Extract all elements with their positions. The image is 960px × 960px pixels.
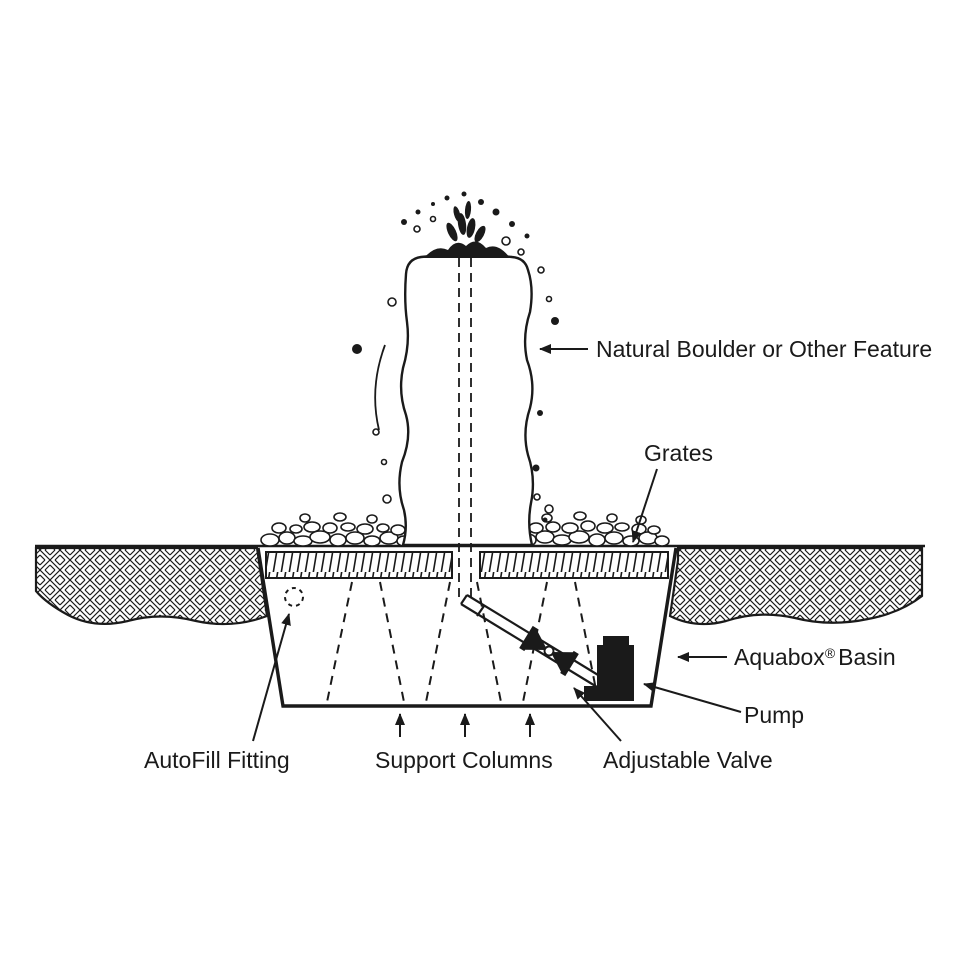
label-aquabox-reg: ® — [825, 645, 836, 661]
basin-outline — [256, 547, 678, 708]
grate-right — [479, 551, 669, 579]
label-adjustable-valve: Adjustable Valve — [603, 747, 773, 773]
label-natural-boulder: Natural Boulder or Other Feature — [596, 336, 932, 362]
label-aquabox-word-basin: Basin — [838, 644, 896, 670]
spray-dots — [352, 191, 559, 523]
label-grates: Grates — [644, 440, 713, 466]
ground-right — [668, 546, 924, 626]
ground-left — [34, 546, 269, 626]
spray-droplets — [372, 215, 554, 514]
grates-arrow — [631, 468, 658, 543]
label-autofill-fitting: AutoFill Fitting — [144, 747, 290, 773]
center-pipe — [458, 258, 472, 598]
callout-arrows — [252, 344, 742, 742]
valve-shape — [519, 625, 579, 677]
spray-arc — [374, 344, 386, 431]
label-aquabox-name: Aquabox — [734, 644, 825, 670]
water-spray — [352, 191, 559, 523]
valve-arrow — [573, 687, 622, 742]
autofill-arrow — [252, 613, 291, 742]
label-support-columns: Support Columns — [375, 747, 553, 773]
label-pump: Pump — [744, 702, 804, 728]
boulder-shape — [398, 253, 535, 547]
autofill-fitting-circle — [284, 587, 304, 607]
support-columns — [326, 581, 599, 703]
pump-shape — [584, 636, 634, 701]
grate-left — [265, 551, 453, 579]
label-aquabox-basin: Aquabox®Basin — [734, 644, 896, 670]
grate — [265, 551, 669, 579]
pump-arrow — [643, 682, 742, 713]
